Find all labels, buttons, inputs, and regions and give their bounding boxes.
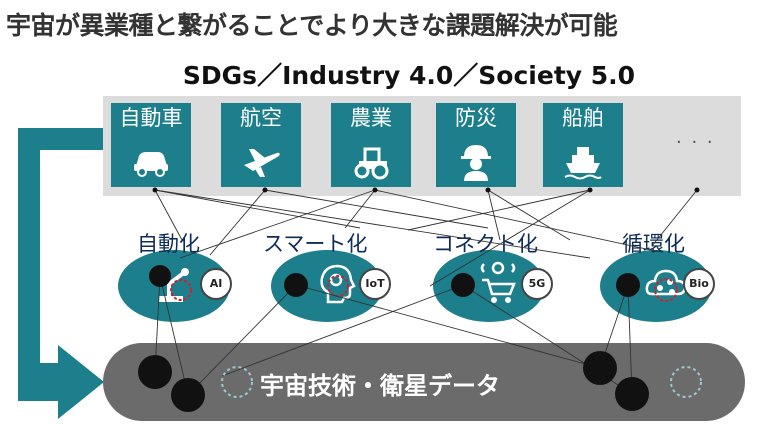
gear-head-icon: [320, 264, 356, 304]
industry-tile-shipping: 船舶: [543, 103, 623, 187]
ship-icon: [564, 147, 602, 180]
capability-label: スマート化: [263, 232, 368, 256]
industry-label: 防災: [455, 106, 497, 130]
industry-tile-agriculture: 農業: [331, 103, 411, 187]
tractor-icon: [354, 147, 389, 180]
capability-label: 自動化: [137, 232, 200, 256]
airplane-icon: [244, 149, 280, 177]
connection-lines: [154, 189, 698, 396]
industry-label: 航空: [240, 106, 282, 130]
robot-arm-icon: [159, 268, 192, 302]
connection-nodes: [138, 187, 700, 412]
industry-label: 農業: [350, 106, 392, 130]
firefighter-icon: [461, 145, 491, 181]
satellite-placeholder-nodes: [221, 366, 702, 398]
ai-badge: AI: [200, 268, 232, 300]
iot-badge: IoT: [359, 268, 391, 300]
industry-label: 自動車: [119, 106, 183, 130]
space-technology-label: 宇宙技術・衛星データ: [260, 372, 500, 400]
bio-badge: Bio: [683, 268, 715, 300]
industry-label: 船舶: [562, 106, 604, 130]
industry-band: [103, 96, 741, 196]
subtitle: SDGs／Industry 4.0／Society 5.0: [182, 61, 636, 90]
industry-tile-automotive: 自動車: [111, 103, 191, 187]
industry-tile-aviation: 航空: [221, 103, 301, 187]
cart-signal-icon: [480, 261, 516, 303]
industry-tile-disaster-prevention: 防災: [436, 103, 516, 187]
page-title: 宇宙が異業種と繋がることでより大きな課題解決が可能: [6, 11, 618, 40]
more-industries-ellipsis: · · ·: [676, 132, 715, 153]
5g-badge: 5G: [521, 268, 553, 300]
car-icon: [134, 152, 168, 177]
